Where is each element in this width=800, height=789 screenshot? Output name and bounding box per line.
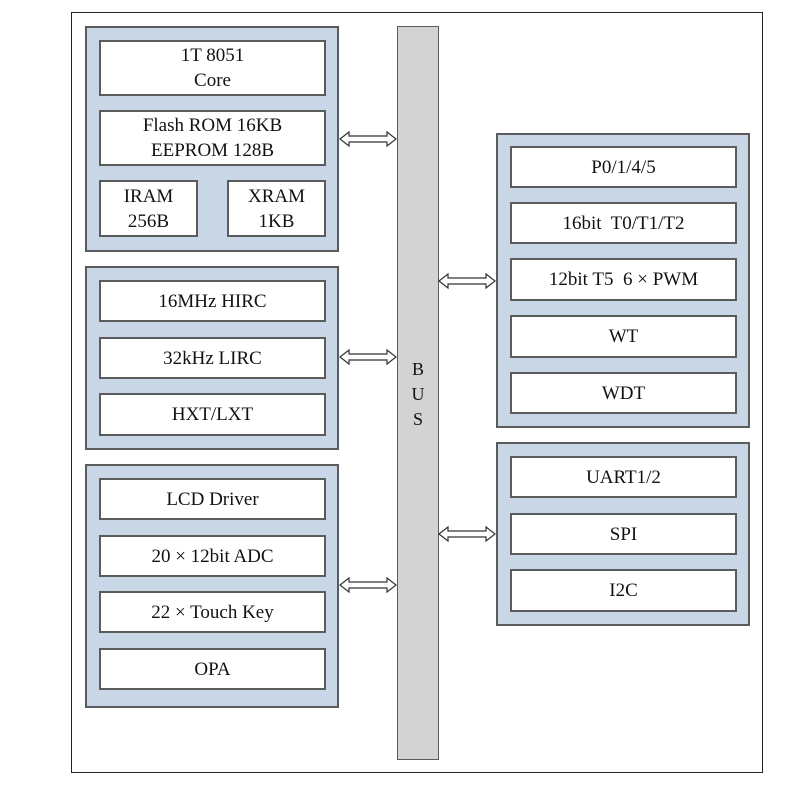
- timers-block: 16bit T0/T1/T2: [510, 202, 737, 244]
- iram-line-1: IRAM: [123, 185, 174, 207]
- hirc-label: 16MHz HIRC: [158, 290, 267, 312]
- xram-block: XRAM 1KB: [227, 180, 326, 237]
- lirc-label: 32kHz LIRC: [163, 347, 262, 369]
- iram-line-2: 256B: [127, 210, 170, 232]
- wt-block: WT: [510, 315, 737, 358]
- bus-letter-b: B: [411, 359, 424, 379]
- ports-block: P0/1/4/5: [510, 146, 737, 188]
- i2c-label: I2C: [609, 580, 638, 601]
- diagram-frame: [71, 12, 763, 773]
- eeprom-line: EEPROM 128B: [151, 140, 274, 161]
- adc-label: 20 × 12bit ADC: [151, 545, 274, 567]
- flash-line: Flash ROM 16KB: [142, 115, 283, 136]
- bus-bar: B U S: [397, 26, 439, 760]
- ports-label: P0/1/4/5: [591, 156, 656, 178]
- arrow-bus-to-comm: [438, 525, 496, 543]
- touch-key-label: 22 × Touch Key: [151, 601, 274, 623]
- flash-eeprom-block: Flash ROM 16KB EEPROM 128B: [99, 110, 326, 166]
- spi-label: SPI: [609, 523, 638, 545]
- xram-line-1: XRAM: [247, 185, 305, 207]
- touch-key-block: 22 × Touch Key: [99, 591, 326, 633]
- wdt-block: WDT: [510, 372, 737, 414]
- hxt-lxt-label: HXT/LXT: [171, 404, 254, 425]
- lcd-driver-block: LCD Driver: [99, 478, 326, 520]
- pwm-label: 12bit T5 6 × PWM: [548, 269, 699, 290]
- arrow-bus-to-timer-io: [438, 272, 496, 290]
- core-line-1: 1T 8051: [180, 45, 245, 66]
- arrow-clock-to-bus: [339, 348, 397, 366]
- core-line-2: Core: [194, 70, 231, 91]
- arrow-core-to-bus: [339, 130, 397, 148]
- lcd-driver-label: LCD Driver: [166, 488, 259, 510]
- pwm-block: 12bit T5 6 × PWM: [510, 258, 737, 301]
- xram-line-2: 1KB: [258, 210, 295, 232]
- bus-letter-s: S: [412, 409, 423, 429]
- uart-label: UART1/2: [586, 466, 661, 488]
- uart-block: UART1/2: [510, 456, 737, 498]
- hirc-block: 16MHz HIRC: [99, 280, 326, 322]
- adc-block: 20 × 12bit ADC: [99, 535, 326, 577]
- timers-label: 16bit T0/T1/T2: [562, 212, 685, 234]
- wdt-label: WDT: [601, 382, 646, 404]
- bus-letter-u: U: [411, 384, 425, 404]
- lirc-block: 32kHz LIRC: [99, 337, 326, 379]
- hxt-lxt-block: HXT/LXT: [99, 393, 326, 436]
- bus-label: B U S: [398, 357, 438, 432]
- opa-label: OPA: [194, 658, 231, 680]
- arrow-analog-to-bus: [339, 576, 397, 594]
- wt-label: WT: [608, 326, 639, 347]
- spi-block: SPI: [510, 513, 737, 555]
- iram-block: IRAM 256B: [99, 180, 198, 237]
- i2c-block: I2C: [510, 569, 737, 612]
- core-block: 1T 8051 Core: [99, 40, 326, 96]
- opa-block: OPA: [99, 648, 326, 690]
